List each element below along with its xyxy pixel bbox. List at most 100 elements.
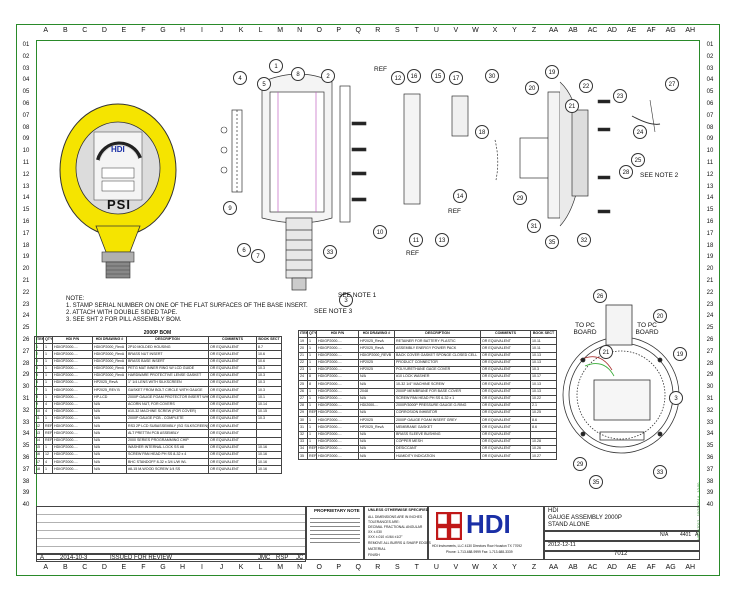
table-cell: 10.16 (256, 450, 282, 460)
table-cell: HDIGP2000-... (52, 450, 93, 460)
table-cell: #10 LOCK WASHER (394, 373, 481, 382)
table-cell: 12 (34, 422, 44, 431)
table-cell: 10.17 (530, 373, 557, 382)
row-label: 07 (22, 112, 30, 119)
column-label: S (394, 27, 400, 34)
column-label: R (375, 27, 381, 34)
table-cell: 10.16 (256, 443, 282, 453)
row-label: 15 (22, 207, 30, 214)
rev-letter: A (40, 555, 45, 561)
table-cell: REF (307, 409, 317, 418)
item-balloon: 25 (631, 153, 645, 167)
column-label: W (472, 27, 479, 34)
table-cell: 10.16 (256, 465, 282, 474)
tolerance-line-6: REMOVE ALL BURRS & SHARP EDGES (368, 541, 431, 545)
row-label: 05 (22, 89, 30, 96)
callout-see-note-1: SEE NOTE 1 (338, 292, 377, 299)
table-cell: HDIGP2000-... (52, 371, 93, 381)
item-balloon: 24 (633, 125, 647, 139)
item-balloon: 6 (237, 243, 251, 257)
hdi-emblem-icon (436, 512, 462, 540)
row-label: 35 (22, 443, 30, 450)
table-cell: HP2025 (358, 416, 395, 425)
tolerance-line-1: ALL DIMENSIONS ARE IN INCHES (368, 515, 423, 519)
bom_right-header-cell: QTY (307, 329, 317, 339)
rev-description: ISSUED FOR REVIEW (110, 555, 173, 561)
column-label: AA (548, 27, 559, 34)
table-cell: 14 (34, 436, 44, 445)
table-cell: HDIGP2000_RevA (92, 371, 127, 381)
item-balloon: 14 (453, 189, 467, 203)
table-cell: 2000P GAUGE FOAM INSERT GREY (394, 416, 481, 425)
table-cell: HUMIDITY INDICATION (394, 452, 481, 461)
table-cell: HDIGP2000-... (52, 386, 93, 395)
item-balloon: 4 (233, 71, 247, 85)
row-label: 09 (22, 136, 30, 143)
table-cell: ACORN NUT, FOR COVERS (126, 400, 209, 409)
table-cell: OR EQUIVALENT (480, 437, 531, 447)
table-cell: OR EQUIVALENT (480, 416, 531, 425)
row-label: 19 (22, 254, 30, 261)
row-label: 13 (22, 183, 30, 190)
tolerance-line-5: XXX ±.010 ±1/64 ±1/2° (368, 535, 403, 539)
callout-to-pc-board-1: TO PC BOARD (573, 322, 597, 336)
outer-border (16, 24, 720, 576)
table-cell: OR EQUIVALENT (480, 430, 531, 439)
table-cell: 34 (298, 444, 308, 454)
row-label: 37 (706, 466, 714, 473)
table-cell (256, 436, 282, 445)
row-label: 08 (706, 124, 714, 131)
table-cell: 1 (43, 343, 53, 352)
column-label: B (62, 27, 68, 34)
table-cell: 1 (307, 358, 317, 367)
table-cell: N/A (358, 452, 395, 461)
unless-heading: UNLESS OTHERWISE SPECIFIED (368, 508, 429, 512)
row-label: 19 (706, 254, 714, 261)
row-label: 21 (706, 277, 714, 284)
item-balloon: 10 (373, 225, 387, 239)
table-cell: HDIGP2000_RevA (92, 350, 127, 359)
row-label: 29 (706, 372, 714, 379)
table-cell: 10.13 (530, 358, 557, 367)
column-label: AG (665, 564, 676, 571)
column-label: O (316, 564, 322, 571)
row-label: 32 (706, 407, 714, 414)
row-label: 18 (22, 242, 30, 249)
finish-label: FINISH (368, 553, 380, 557)
row-label: 11 (706, 159, 714, 166)
row-label: 17 (706, 230, 714, 237)
table-cell: HDIGP2000-... (316, 394, 359, 403)
column-label: AD (607, 564, 617, 571)
item-balloon: 3 (669, 391, 683, 405)
row-label: 39 (706, 490, 714, 497)
column-label: K (238, 27, 244, 34)
table-cell: HDIGP2000-... (316, 430, 359, 439)
tolerance-box (364, 506, 428, 560)
table-cell: CORROSION INHIBITOR (394, 409, 481, 418)
table-cell: OR EQUIVALENT (208, 436, 257, 445)
table-cell: 1 (307, 430, 317, 439)
column-label: AB (568, 27, 578, 34)
table-cell: 10.13 (530, 380, 557, 389)
table-cell: HP2025_RevA (358, 344, 395, 353)
item-balloon: 16 (407, 69, 421, 83)
table-cell: 4 (43, 407, 53, 417)
table-cell: ALT PRETTIN PCB ASSEMBLY (126, 429, 209, 438)
column-label: AC (587, 27, 598, 34)
table-cell: OR EQUIVALENT (208, 393, 257, 402)
title-line-1: HDI (548, 508, 559, 514)
column-label: J (219, 564, 224, 571)
table-cell: 12 (43, 450, 53, 460)
column-label: AF (646, 564, 656, 571)
table-cell: HDIGP2000-... (316, 444, 359, 454)
row-label: 38 (22, 478, 30, 485)
